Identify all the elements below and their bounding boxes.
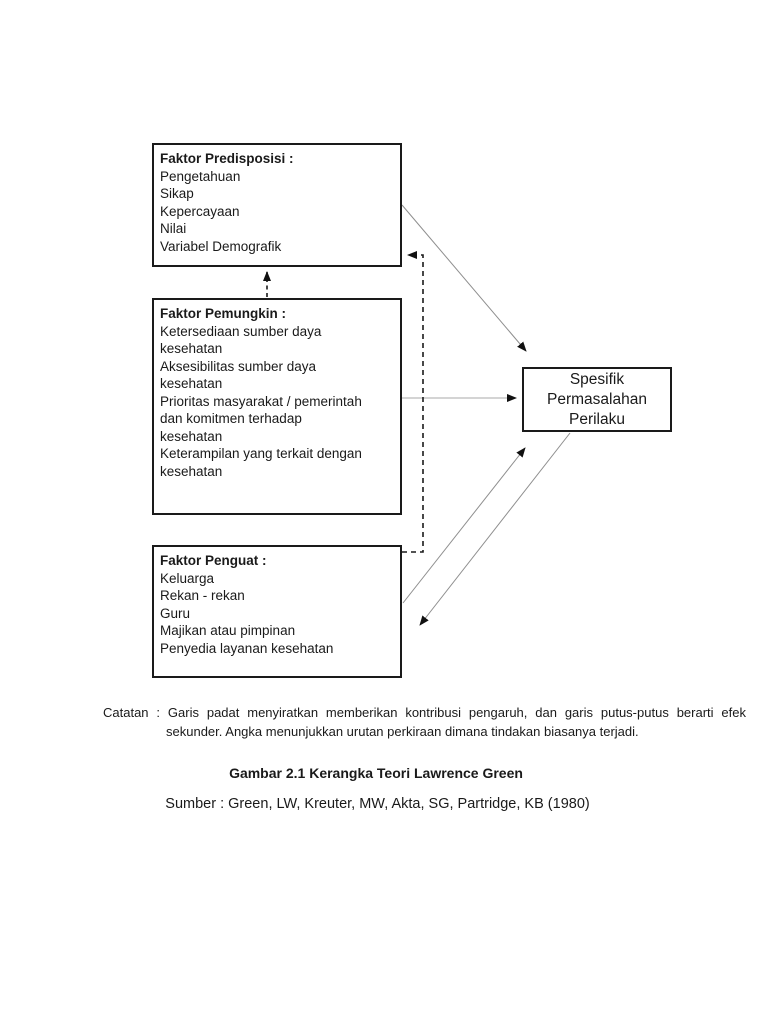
note-label: Catatan : (103, 705, 161, 720)
box-line: dan komitmen terhadap (160, 411, 302, 426)
box-line: Ketersediaan sumber daya (160, 323, 322, 339)
box-line: Spesifik (569, 370, 625, 388)
arrow-penguat-to-spesifik (402, 447, 526, 604)
box-line: Rekan - rekan (160, 588, 245, 603)
note-catatan: Catatan : Garis padat menyiratkan member… (103, 703, 746, 741)
box-line: kesehatan (160, 428, 223, 444)
box-line: Penyedia layanan kesehatan (160, 640, 334, 656)
box-line: Prioritas masyarakat / pemerintah (160, 393, 362, 409)
box-title-predisposisi: Faktor Predisposisi : (160, 151, 294, 166)
box-line: Keterampilan yang terkait dengan (160, 446, 362, 461)
box-line: Guru (160, 605, 191, 621)
box-line: Nilai (160, 221, 187, 236)
box-line: Kepercayaan (160, 203, 240, 219)
box-line: kesehatan (160, 463, 223, 479)
box-line: Keluarga (160, 570, 215, 586)
arrow-predisposisi-to-spesifik (401, 204, 527, 352)
box-line: Sikap (160, 186, 194, 201)
box-line: Variabel Demografik (160, 238, 282, 254)
box-line: Perilaku (568, 410, 625, 428)
arrow-spesifik-to-penguat (419, 432, 571, 626)
box-faktor-pemungkin: Faktor Pemungkin : Ketersediaan sumber d… (152, 298, 402, 515)
note-text: Garis padat menyiratkan memberikan kontr… (166, 705, 746, 739)
box-line: kesehatan (160, 376, 223, 391)
box-line: Permasalahan (547, 390, 647, 408)
box-title-penguat: Faktor Penguat : (160, 553, 267, 568)
box-line: Aksesibilitas sumber daya (160, 358, 317, 374)
dashed-arrow-penguat-to-predisposisi (402, 251, 424, 553)
figure-source: Sumber : Green, LW, Kreuter, MW, Akta, S… (165, 796, 590, 812)
figure-caption: Gambar 2.1 Kerangka Teori Lawrence Green (229, 765, 523, 781)
box-line: Majikan atau pimpinan (160, 623, 296, 638)
box-line: kesehatan (160, 341, 223, 356)
box-line: Pengetahuan (160, 168, 241, 184)
box-title-pemungkin: Faktor Pemungkin : (160, 306, 287, 321)
